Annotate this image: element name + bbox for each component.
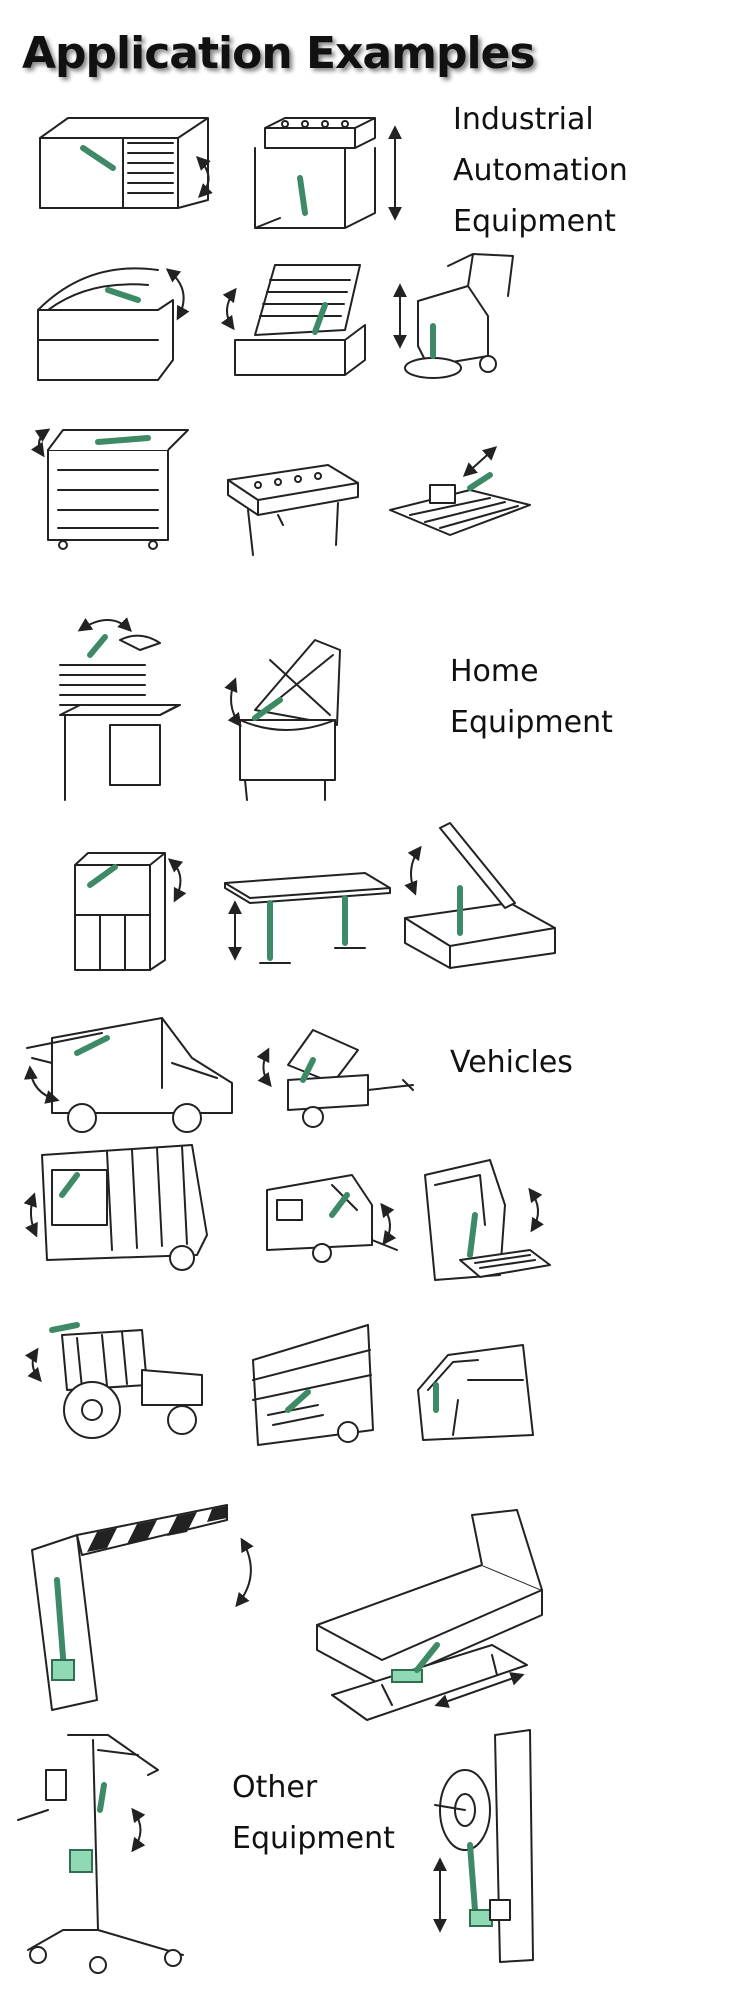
illustration-tractor-cab bbox=[22, 1310, 212, 1445]
illustration-lift-table bbox=[245, 108, 405, 248]
illustration-grill-table bbox=[218, 455, 368, 565]
illustration-display-fridge bbox=[28, 240, 198, 390]
illustration-hospital-bed bbox=[312, 1505, 543, 1725]
illustration-tilting-pan bbox=[224, 630, 355, 805]
illustration-barrier-gate bbox=[22, 1500, 272, 1720]
illustration-storage-bed bbox=[215, 250, 385, 380]
illustration-cabinet-flap bbox=[70, 845, 190, 980]
illustration-trailer-lid bbox=[256, 1025, 418, 1135]
section-label-other: Other Equipment bbox=[232, 1762, 395, 1864]
illustration-bus-rear bbox=[22, 1140, 212, 1280]
illustration-food-truck bbox=[22, 1008, 233, 1148]
illustration-height-adjustable-desk bbox=[215, 868, 395, 978]
section-label-industrial: Industrial Automation Equipment bbox=[453, 94, 628, 247]
illustration-workbench bbox=[50, 615, 200, 815]
illustration-floor-scrubber bbox=[388, 246, 518, 386]
illustration-car-tailgate bbox=[408, 1340, 538, 1450]
section-label-line: Other bbox=[232, 1770, 318, 1805]
section-label-line: Home bbox=[450, 654, 539, 689]
section-label-line: Equipment bbox=[453, 204, 616, 239]
illustration-bulk-container bbox=[28, 410, 198, 560]
illustration-van-wheelchair-ramp bbox=[420, 1155, 560, 1285]
section-label-line: Vehicles bbox=[450, 1045, 573, 1080]
section-label-line: Equipment bbox=[450, 705, 613, 740]
section-label-home: Home Equipment bbox=[450, 646, 613, 748]
section-label-line: Industrial bbox=[453, 102, 594, 137]
section-label-line: Automation bbox=[453, 153, 628, 188]
illustration-caravan bbox=[262, 1165, 402, 1275]
illustration-bus-side-hatch bbox=[248, 1320, 378, 1450]
illustration-conveyor-press bbox=[380, 440, 540, 560]
illustration-roller-shutter-cabinet bbox=[28, 108, 228, 228]
illustration-storage-box-lid bbox=[400, 818, 560, 983]
section-label-vehicles: Vehicles bbox=[450, 1037, 573, 1088]
illustration-satellite-dish-mount bbox=[415, 1729, 555, 1965]
page-title: Application Examples bbox=[22, 28, 536, 79]
section-label-line: Equipment bbox=[232, 1821, 395, 1856]
illustration-patient-lift bbox=[8, 1730, 193, 1975]
